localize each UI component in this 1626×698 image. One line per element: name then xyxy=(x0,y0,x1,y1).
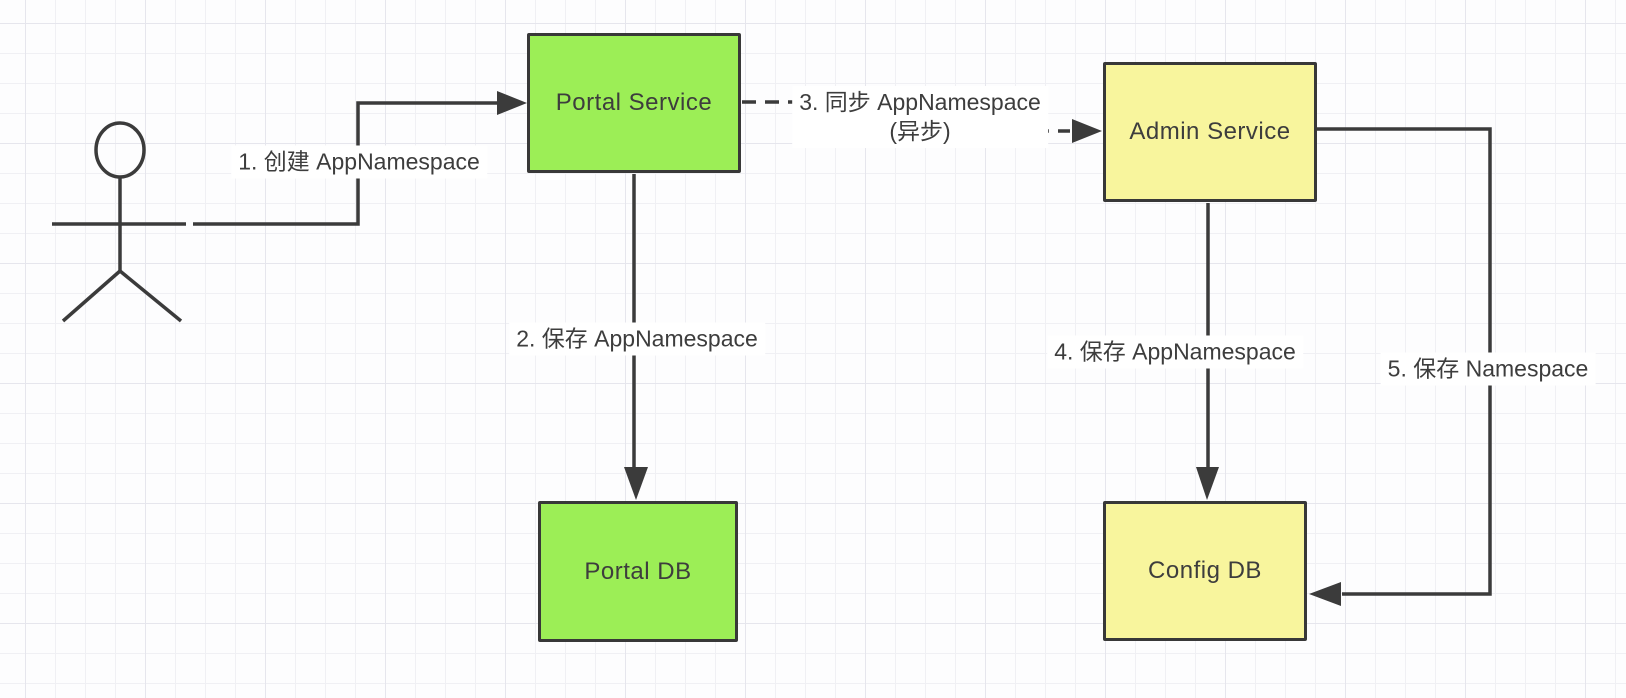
edge-1-label: 1. 创建 AppNamespace xyxy=(231,145,487,179)
edge-4-label: 4. 保存 AppNamespace xyxy=(1047,335,1303,369)
edge-5-label: 5. 保存 Namespace xyxy=(1380,352,1596,386)
node-admin-service-label: Admin Service xyxy=(1129,118,1291,145)
edge-2-save-appnamespace xyxy=(624,174,648,500)
node-config-db-label: Config DB xyxy=(1148,557,1262,584)
edge-3-label: 3. 同步 AppNamespace (异步) xyxy=(792,86,1048,148)
edge-2-label: 2. 保存 AppNamespace xyxy=(509,322,765,356)
node-portal-db: Portal DB xyxy=(538,501,738,642)
node-portal-db-label: Portal DB xyxy=(584,557,692,585)
edge-3-label-line1: 3. 同步 AppNamespace xyxy=(799,89,1041,115)
node-portal-service-label: Portal Service xyxy=(555,89,713,116)
person-actor-icon xyxy=(52,121,186,323)
node-portal-service: Portal Service xyxy=(527,33,741,173)
node-admin-service: Admin Service xyxy=(1103,62,1317,202)
edge-3-label-line2: (异步) xyxy=(889,118,951,144)
node-config-db: Config DB xyxy=(1103,501,1307,641)
